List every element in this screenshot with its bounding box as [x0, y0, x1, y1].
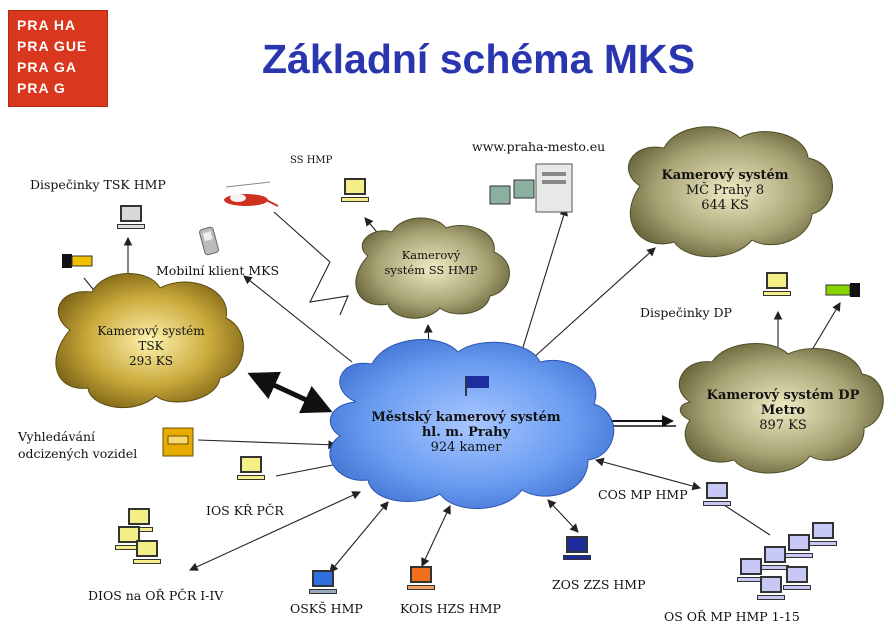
cloud-ss-line: systém SS HMP: [384, 263, 478, 277]
label-os-or: OS OŘ MP HMP 1-15: [664, 609, 800, 624]
cloud-dp: [678, 343, 884, 474]
logo-line: PRA GUE: [17, 38, 88, 54]
logo-line: PRA GA: [17, 59, 77, 75]
cloud-dp-text: Kamerový systém DP Metro 897 KS: [702, 388, 864, 433]
cloud-dp-line: 897 KS: [759, 418, 807, 433]
camera-icon: [62, 254, 93, 268]
camera-icon: [825, 283, 860, 297]
label-vyhledavani: Vyhledávání: [18, 429, 96, 444]
cloud-mc8-line: MČ Prahy 8: [685, 183, 765, 198]
cloud-dp-line: Kamerový systém DP: [706, 388, 860, 403]
cloud-mks: [329, 339, 615, 510]
helicopter-icon: [224, 181, 279, 207]
cloud-mks-text: Městský kamerový systém hl. m. Prahy 924…: [368, 410, 564, 455]
label-ios: IOS KŘ PČR: [206, 503, 284, 518]
thick-arrow-tsk: [247, 371, 333, 414]
cloud-mks-line: hl. m. Prahy: [421, 425, 511, 440]
label-dispecinky-tsk: Dispečinky TSK HMP: [30, 177, 166, 192]
cloud-tsk-line: 293 KS: [129, 354, 173, 368]
flag-icon: [465, 376, 489, 396]
cloud-mc8: [628, 126, 833, 258]
label-dispecinky-dp: Dispečinky DP: [640, 305, 732, 320]
cloud-mks-line: 924 kamer: [430, 440, 502, 455]
cloud-ss-line: Kamerový: [401, 248, 461, 262]
label-dios: DIOS na OŘ PČR I-IV: [88, 588, 224, 603]
page-title: Základní schéma MKS: [262, 36, 695, 82]
label-web: www.praha-mesto.eu: [472, 139, 606, 154]
cloud-tsk: [55, 273, 244, 409]
cloud-mks-line: Městský kamerový systém: [371, 410, 561, 425]
logo-line: PRA HA: [17, 17, 77, 33]
logo-line: PRA G: [17, 80, 66, 96]
cloud-tsk-line: TSK: [138, 339, 164, 353]
cloud-mc8-text: Kamerový systém MČ Prahy 8 644 KS: [650, 168, 800, 213]
cloud-dp-line: Metro: [760, 403, 806, 418]
cloud-ss-text: Kamerový systém SS HMP: [372, 248, 490, 278]
praha-logo: PRA HA PRA GUE PRA GA PRA G: [8, 10, 108, 107]
label-kois: KOIS HZS HMP: [400, 601, 501, 616]
cloud-tsk-text: Kamerový systém TSK 293 KS: [86, 324, 216, 369]
label-mobilni-klient: Mobilní klient MKS: [156, 263, 280, 278]
label-cos: COS MP HMP: [598, 487, 688, 502]
mobile-phone-icon: [199, 226, 219, 256]
label-vyhledavani: odcizených vozidel: [18, 446, 138, 461]
scanner-icon: [162, 427, 194, 457]
cloud-ss: [355, 217, 510, 319]
cloud-mc8-line: Kamerový systém: [661, 168, 789, 183]
label-osks: OSKŠ HMP: [290, 601, 363, 616]
label-ss-hmp: SS HMP: [290, 155, 333, 166]
cloud-tsk-line: Kamerový systém: [97, 324, 205, 338]
cloud-mc8-line: 644 KS: [701, 198, 749, 213]
label-zos: ZOS ZZS HMP: [552, 577, 646, 592]
server-icon: [489, 163, 573, 213]
